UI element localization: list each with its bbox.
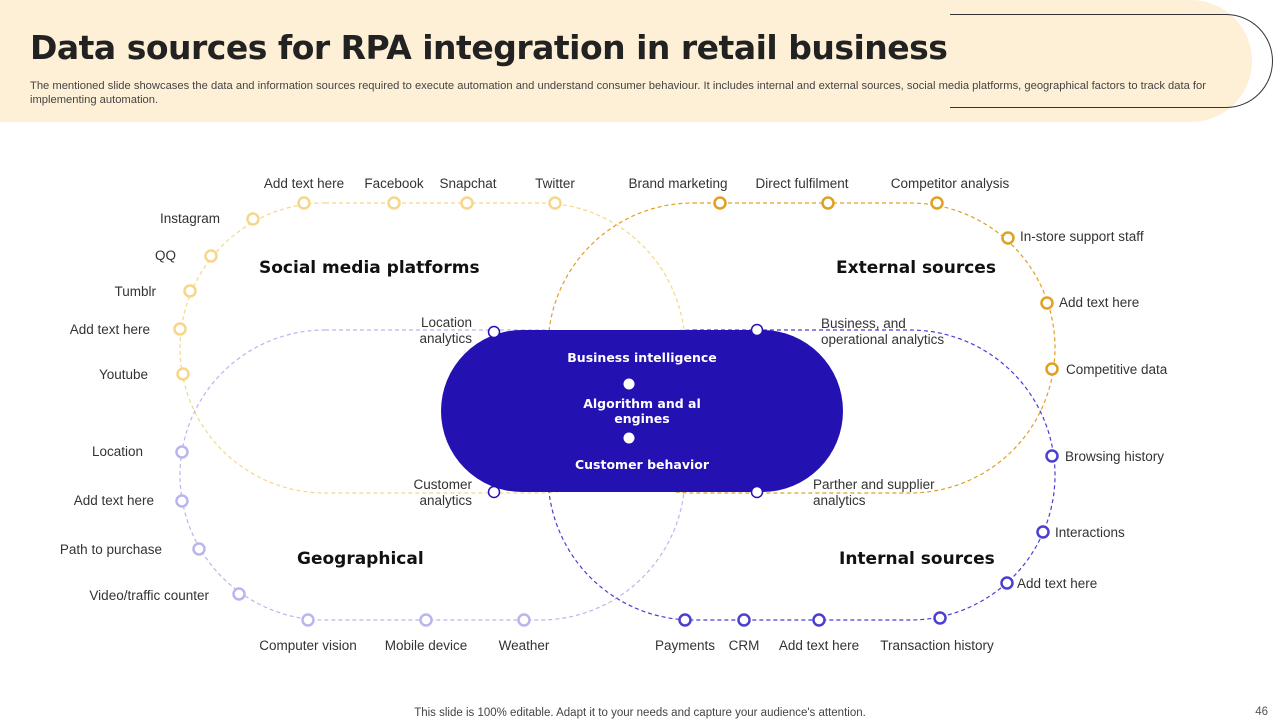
social-label: Facebook bbox=[364, 176, 424, 191]
center-hub: Business intelligence Algorithm and al e… bbox=[441, 330, 843, 492]
external-node bbox=[1001, 231, 1015, 245]
social-label: Add text here bbox=[69, 322, 150, 337]
social-node bbox=[387, 196, 401, 210]
header-decoration bbox=[950, 14, 1273, 108]
social-node bbox=[204, 249, 218, 263]
page-title: Data sources for RPA integration in reta… bbox=[30, 28, 948, 67]
external-loop bbox=[547, 202, 1056, 494]
internal-label: Interactions bbox=[1055, 525, 1125, 540]
social-label: Snapchat bbox=[439, 176, 497, 191]
center-dot bbox=[623, 378, 635, 390]
internal-node bbox=[737, 613, 751, 627]
social-node bbox=[173, 322, 187, 336]
connector-label: Business, and operational analytics bbox=[821, 316, 945, 347]
geo-label: Video/traffic counter bbox=[89, 588, 209, 603]
external-label: Direct fulfilment bbox=[755, 176, 849, 191]
internal-label: CRM bbox=[728, 638, 760, 653]
social-label: Add text here bbox=[263, 176, 345, 191]
internal-label: Browsing history bbox=[1065, 449, 1165, 464]
connector-node bbox=[750, 323, 764, 337]
section-geo: Geographical bbox=[297, 549, 424, 569]
social-node bbox=[246, 212, 260, 226]
section-social: Social media platforms bbox=[259, 258, 480, 278]
social-node bbox=[548, 196, 562, 210]
geo-label: Location bbox=[91, 444, 143, 459]
internal-label: Add text here bbox=[778, 638, 860, 653]
center-item: Customer behavior bbox=[574, 457, 710, 472]
geo-label: Mobile device bbox=[384, 638, 468, 653]
section-external: External sources bbox=[836, 258, 996, 278]
center-dot bbox=[623, 432, 635, 444]
connector-label: Customer analytics bbox=[413, 477, 472, 508]
internal-label: Transaction history bbox=[880, 638, 994, 653]
social-node bbox=[183, 284, 197, 298]
geo-node bbox=[232, 587, 246, 601]
external-node bbox=[821, 196, 835, 210]
connector-node bbox=[487, 325, 501, 339]
social-label: Twitter bbox=[535, 176, 575, 191]
internal-node bbox=[1045, 449, 1059, 463]
geo-node bbox=[175, 445, 189, 459]
external-node bbox=[1040, 296, 1054, 310]
internal-node bbox=[1036, 525, 1050, 539]
internal-label: Payments bbox=[654, 638, 716, 653]
page-number: 46 bbox=[1255, 706, 1268, 718]
social-label: Youtube bbox=[98, 367, 148, 382]
social-node bbox=[297, 196, 311, 210]
section-internal: Internal sources bbox=[839, 549, 995, 569]
external-node bbox=[713, 196, 727, 210]
external-node bbox=[930, 196, 944, 210]
social-label: Instagram bbox=[159, 211, 220, 226]
geo-node bbox=[192, 542, 206, 556]
footer-note: This slide is 100% editable. Adapt it to… bbox=[414, 707, 866, 719]
geo-node bbox=[175, 494, 189, 508]
social-label: Tumblr bbox=[114, 284, 156, 299]
external-label: Add text here bbox=[1059, 295, 1140, 310]
geo-label: Computer vision bbox=[259, 638, 357, 653]
social-node bbox=[460, 196, 474, 210]
page-subtitle: The mentioned slide showcases the data a… bbox=[30, 80, 1206, 106]
connector-node bbox=[487, 485, 501, 499]
internal-node bbox=[678, 613, 692, 627]
center-item: Algorithm and al engines bbox=[583, 396, 701, 426]
internal-node bbox=[812, 613, 826, 627]
external-label: Competitive data bbox=[1066, 362, 1168, 377]
external-node bbox=[1045, 362, 1059, 376]
connector-label: Parther and supplier analytics bbox=[813, 477, 935, 508]
center-item: Business intelligence bbox=[567, 350, 717, 365]
internal-loop bbox=[547, 329, 1056, 621]
external-label: Competitor analysis bbox=[890, 176, 1010, 191]
internal-label: Add text here bbox=[1017, 576, 1098, 591]
geo-label: Path to purchase bbox=[59, 542, 162, 557]
center-pill bbox=[441, 330, 843, 492]
social-node bbox=[176, 367, 190, 381]
geo-node bbox=[301, 613, 315, 627]
connector-label: Location analytics bbox=[419, 315, 472, 346]
internal-node bbox=[1000, 576, 1014, 590]
connector-node bbox=[750, 485, 764, 499]
internal-node bbox=[933, 611, 947, 625]
external-label: In-store support staff bbox=[1020, 229, 1144, 244]
geo-label: Add text here bbox=[73, 493, 154, 508]
geo-label: Weather bbox=[498, 638, 550, 653]
header-banner bbox=[0, 0, 1252, 122]
social-label: QQ bbox=[154, 248, 176, 263]
external-label: Brand marketing bbox=[628, 176, 728, 191]
geo-node bbox=[419, 613, 433, 627]
geo-node bbox=[517, 613, 531, 627]
